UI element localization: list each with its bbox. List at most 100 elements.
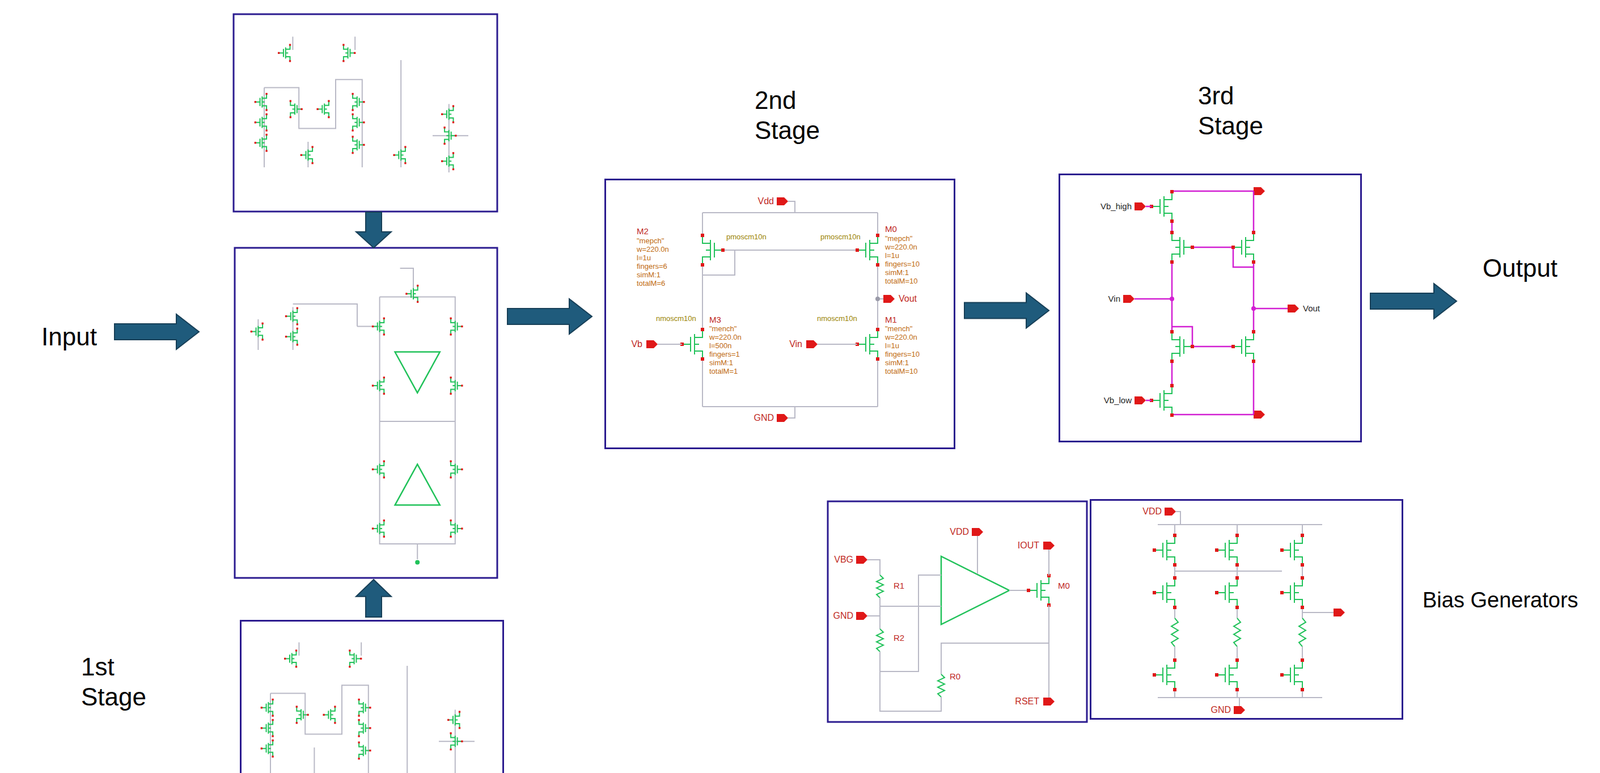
terminal-mark: [371, 384, 374, 387]
pin-symbol: [1253, 187, 1265, 196]
terminal-mark: [416, 284, 419, 287]
wire: [867, 615, 880, 617]
wire: [416, 543, 418, 560]
wire: [1233, 247, 1254, 268]
wire: [1253, 361, 1255, 415]
terminal-mark: [1170, 383, 1174, 388]
terminal-mark: [1170, 359, 1174, 363]
wire: [292, 306, 294, 350]
terminal-mark: [1173, 605, 1177, 609]
terminal-mark: [285, 335, 287, 338]
transistor-symbol: [260, 739, 274, 758]
pin-name: GND: [1209, 704, 1232, 715]
pin-name: Vout: [1302, 303, 1321, 313]
wire: [1174, 570, 1282, 572]
terminal-mark: [443, 126, 446, 129]
terminal-mark: [260, 706, 263, 709]
terminal-mark: [327, 116, 330, 118]
stage-heading: Bias Generators: [1422, 587, 1579, 614]
transistor-stroke: [379, 527, 383, 529]
transistor-symbol: [371, 460, 385, 479]
terminal-mark: [1152, 672, 1157, 677]
terminal-mark: [316, 108, 319, 110]
transistor-symbol: [322, 705, 336, 724]
terminal-mark: [1235, 576, 1239, 580]
transistor-symbol: [277, 43, 291, 62]
wire: [257, 319, 259, 350]
transistor-stroke: [360, 727, 363, 729]
pin-name: RSET: [1014, 696, 1040, 707]
terminal-mark: [460, 740, 463, 743]
wire: [657, 343, 683, 345]
wire: [1238, 697, 1240, 706]
pin-symbol: [1233, 705, 1246, 714]
terminal-mark: [449, 519, 452, 522]
io-label: Input: [40, 322, 98, 352]
instance-name: R2: [892, 632, 905, 643]
terminal-mark: [1251, 359, 1256, 363]
transistor-stroke: [298, 713, 302, 715]
transistor-symbol: [357, 698, 371, 717]
wire: [1301, 646, 1303, 660]
transistor-symbol: [351, 92, 365, 112]
terminal-mark: [449, 535, 452, 538]
group-frame: [233, 14, 498, 212]
terminal-mark: [289, 99, 292, 102]
transistor-stroke: [268, 727, 271, 729]
transistor-stroke: [379, 468, 383, 471]
transistor-symbol: [1170, 329, 1195, 363]
transistor-symbol: [1026, 573, 1051, 607]
transistor-symbol: [449, 731, 463, 751]
terminal-mark: [261, 338, 264, 341]
wire: [1175, 511, 1181, 525]
pin-symbol: [1134, 202, 1146, 211]
wire: [817, 343, 858, 345]
terminal-mark: [362, 100, 365, 103]
transistor-symbol: [855, 327, 880, 361]
terminal-mark: [452, 104, 455, 107]
pin-symbol: [883, 294, 895, 303]
terminal-mark: [1170, 329, 1174, 334]
terminal-mark: [1235, 658, 1239, 662]
terminal-mark: [449, 748, 452, 751]
wire: [379, 296, 456, 544]
transistor-stroke: [351, 657, 354, 659]
transistor-stroke: [257, 331, 261, 333]
terminal-mark: [392, 154, 395, 156]
wire: [263, 87, 265, 168]
terminal-mark: [383, 317, 385, 320]
terminal-mark: [700, 233, 705, 237]
terminal-mark: [1300, 533, 1305, 537]
wire: [1171, 361, 1174, 386]
transistor-symbol: [371, 317, 385, 336]
terminal-mark: [452, 151, 455, 154]
transistor-symbol: [357, 718, 371, 738]
terminal-mark: [351, 151, 354, 154]
transistor-stroke: [324, 108, 327, 110]
terminal-mark: [875, 327, 880, 332]
flow-arrow: [1370, 283, 1457, 319]
terminal-mark: [700, 263, 705, 267]
wire: [357, 326, 380, 328]
transistor-stroke: [307, 154, 311, 156]
pin-name: Vb_high: [1099, 201, 1133, 211]
terminal-mark: [1190, 344, 1195, 349]
terminal-mark: [371, 468, 374, 471]
transistor-symbol: [1215, 533, 1239, 567]
terminal-mark: [261, 322, 264, 325]
terminal-mark: [449, 460, 452, 463]
transistor-symbol: [260, 718, 274, 738]
terminal-mark: [1215, 548, 1219, 552]
stage-box: 1st Stage: [239, 619, 505, 773]
transistor-stroke: [1163, 399, 1169, 401]
wire: [1236, 646, 1238, 660]
wire: [1253, 307, 1288, 310]
terminal-mark: [452, 121, 455, 124]
transistor-symbol: [254, 133, 268, 152]
instance-name: R0: [949, 671, 962, 681]
transistor-stroke: [1175, 345, 1180, 347]
terminal-mark: [296, 327, 299, 330]
terminal-mark: [271, 714, 274, 717]
transistor-symbol: [285, 307, 299, 326]
